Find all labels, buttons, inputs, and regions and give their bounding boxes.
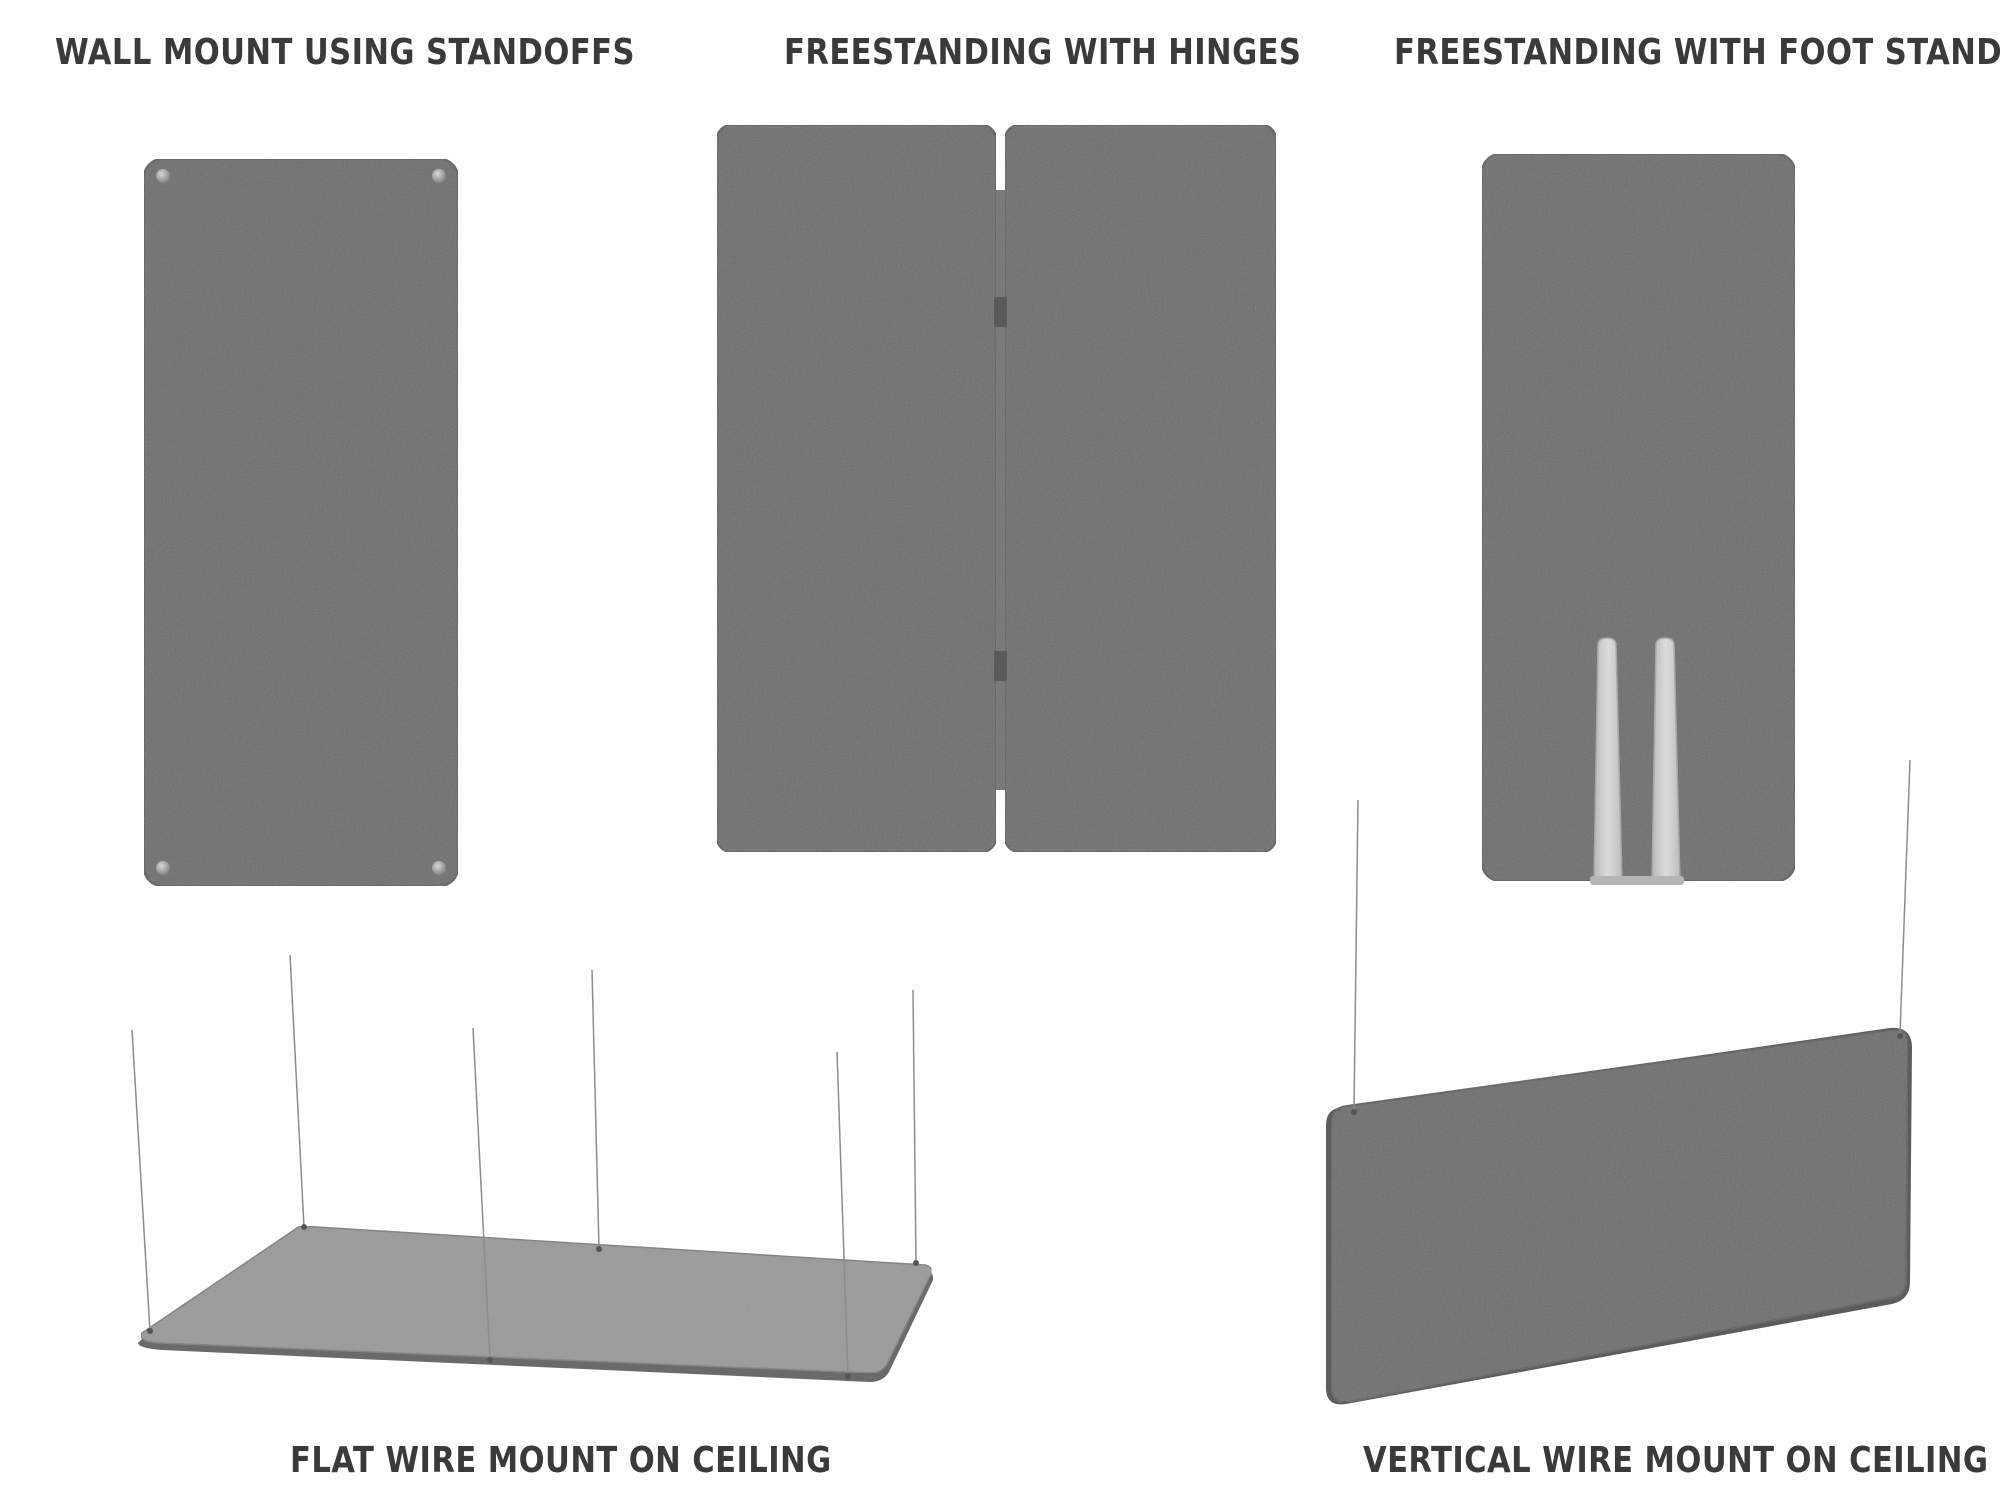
wire [131, 1029, 151, 1332]
hinged-panels-group [716, 124, 1277, 853]
wire [472, 1027, 491, 1361]
foot-stand-left-leg [1593, 637, 1623, 884]
anchor-point [913, 1260, 919, 1266]
foot-stand-base [1590, 876, 1684, 885]
anchor-point [1897, 1033, 1903, 1039]
caption-wall-mount: WALL MOUNT USING STANDOFFS [55, 32, 635, 73]
flat-wire-mount-group [131, 954, 934, 1382]
wire [591, 969, 600, 1250]
anchor-point [301, 1224, 307, 1230]
anchor-point [487, 1357, 493, 1363]
caption-flat-wire-mount: FLAT WIRE MOUNT ON CEILING [290, 1440, 832, 1481]
anchor-point [845, 1373, 851, 1379]
standoff-top-right [432, 169, 446, 183]
hinge-top [994, 297, 1007, 327]
standoff-top-left [156, 169, 170, 183]
wall-mount-panel-group [143, 158, 459, 887]
flat-anchor-points [147, 1224, 919, 1379]
hinged-panel-right [1004, 124, 1277, 853]
standoff-bottom-right [432, 861, 446, 875]
flat-wires [131, 954, 917, 1377]
caption-vertical-wire-mount: VERTICAL WIRE MOUNT ON CEILING [1363, 1440, 1989, 1481]
flat-panel [140, 1225, 933, 1374]
vertical-wire-mount-group [1326, 759, 1912, 1405]
anchor-point [1351, 1109, 1357, 1115]
hinged-panel-left [716, 124, 997, 853]
hinge-bottom [994, 651, 1007, 681]
foot-stand-panel [1481, 153, 1796, 882]
foot-stand-panel-group [1481, 153, 1796, 885]
caption-freestanding-foot-stand: FREESTANDING WITH FOOT STAND [1394, 32, 2000, 73]
wire [836, 1051, 849, 1377]
foot-stand-right-leg [1651, 637, 1681, 884]
anchor-point [147, 1328, 153, 1334]
anchor-point [596, 1246, 602, 1252]
wire [912, 989, 917, 1264]
wire [289, 954, 305, 1228]
vertical-panel [1330, 1028, 1910, 1404]
wire [1353, 799, 1359, 1111]
caption-freestanding-hinges: FREESTANDING WITH HINGES [784, 32, 1302, 73]
wire [1899, 759, 1911, 1035]
hinge-spine [996, 190, 1005, 790]
standoff-bottom-left [156, 861, 170, 875]
vertical-wires [1353, 759, 1911, 1111]
wall-mount-panel [143, 158, 459, 887]
